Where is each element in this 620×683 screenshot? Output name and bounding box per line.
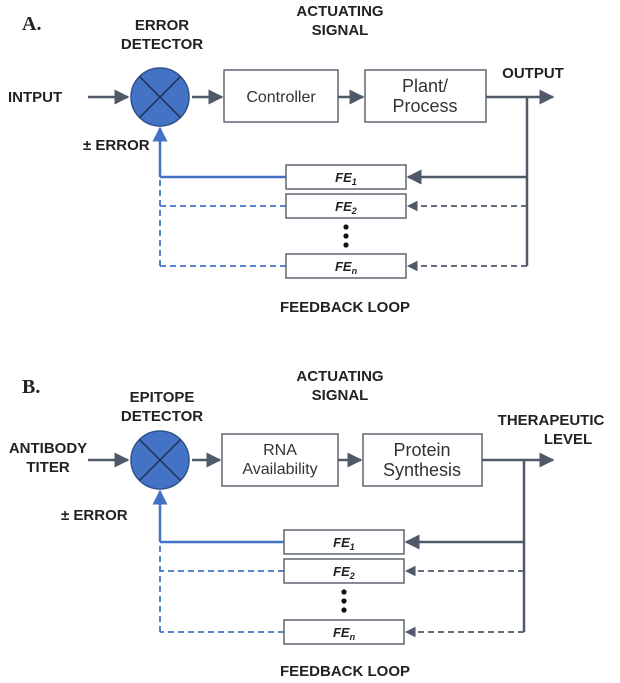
- plant-block-label: Plant/: [402, 76, 448, 96]
- panel-b: B. EPITOPE DETECTOR ACTUATING SIGNAL ANT…: [9, 368, 605, 680]
- feedback-element-1: FE1: [283, 529, 405, 555]
- controller-block-label: Controller: [246, 89, 316, 106]
- detector-label: DETECTOR: [121, 36, 203, 53]
- feedback-element-n: FEn: [285, 253, 407, 279]
- rna-availability-block: RNA Availability: [221, 433, 339, 487]
- output-label: OUTPUT: [502, 65, 564, 82]
- panel-label: A.: [22, 13, 41, 35]
- panel-label: B.: [22, 376, 40, 398]
- rna-block-label: RNA: [263, 442, 297, 459]
- error-label: ± ERROR: [83, 137, 150, 154]
- error-detector-junction: [130, 67, 190, 127]
- output-label: THERAPEUTIC: [498, 412, 605, 429]
- epitope-detector-junction: [130, 430, 190, 490]
- controller-block: Controller: [223, 69, 339, 123]
- actuating-signal-label: ACTUATING: [296, 368, 383, 385]
- rna-block-label: Availability: [242, 461, 317, 478]
- input-label: ANTIBODY: [9, 440, 87, 457]
- detector-label: DETECTOR: [121, 408, 203, 425]
- ellipsis-dots: [343, 224, 349, 248]
- svg-text:FEn: FEn: [333, 625, 356, 642]
- error-label: ± ERROR: [61, 507, 128, 524]
- protein-synthesis-block: Protein Synthesis: [362, 433, 483, 487]
- input-label: TITER: [26, 459, 69, 476]
- protein-block-label: Synthesis: [383, 460, 461, 480]
- actuating-signal-label: ACTUATING: [296, 3, 383, 20]
- svg-text:FE1: FE1: [335, 170, 357, 187]
- plant-process-block: Plant/ Process: [364, 69, 487, 123]
- feedback-element-2: FE2: [283, 558, 405, 584]
- svg-text:FEn: FEn: [335, 259, 358, 276]
- detector-label: EPITOPE: [130, 389, 195, 406]
- feedback-element-2: FE2: [285, 193, 407, 219]
- feedback-loop-label: FEEDBACK LOOP: [280, 299, 410, 316]
- output-label: LEVEL: [544, 431, 592, 448]
- feedback-loop-label: FEEDBACK LOOP: [280, 663, 410, 680]
- svg-text:FE1: FE1: [333, 535, 355, 552]
- feedback-element-1: FE1: [285, 164, 407, 190]
- ellipsis-dots: [341, 589, 347, 613]
- detector-label: ERROR: [135, 17, 189, 34]
- feedback-element-n: FEn: [283, 619, 405, 645]
- plant-block-label: Process: [392, 96, 457, 116]
- svg-text:FE2: FE2: [335, 199, 357, 216]
- svg-text:FE2: FE2: [333, 564, 355, 581]
- protein-block-label: Protein: [393, 440, 450, 460]
- actuating-signal-label: SIGNAL: [312, 22, 369, 39]
- actuating-signal-label: SIGNAL: [312, 387, 369, 404]
- panel-a: A. ERROR DETECTOR ACTUATING SIGNAL INTPU…: [8, 3, 564, 316]
- input-label: INTPUT: [8, 89, 62, 106]
